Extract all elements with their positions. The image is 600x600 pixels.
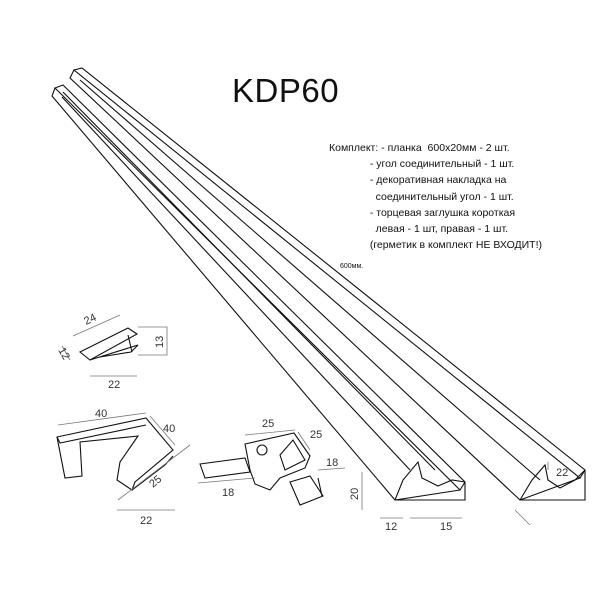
dim-label: 25 <box>262 418 274 430</box>
corner-cover-drawing <box>56 417 174 491</box>
dim-label: 25 <box>310 429 322 441</box>
dim-label: 15 <box>440 521 452 533</box>
dim-label: 12 <box>55 346 72 363</box>
dim-label: 24 <box>82 312 98 328</box>
dim-label: 13 <box>154 336 166 348</box>
dim-label: 22 <box>556 467 568 479</box>
length-label: 600мм. <box>340 262 364 271</box>
product-title: KDP60 <box>232 72 340 109</box>
kit-line: левая - 1 шт, правая - 1 шт. <box>329 222 509 235</box>
kit-line: соединительный угол - 1 шт. <box>329 190 514 203</box>
kit-line: - декоративная накладка на <box>329 174 507 187</box>
dim-label: 18 <box>326 457 338 469</box>
kit-line: - угол соединительный - 1 шт. <box>329 158 515 171</box>
strip-left <box>51 84 466 501</box>
dim-label: 22 <box>108 379 120 391</box>
dim-label: 22 <box>140 515 152 527</box>
dimension-lines <box>57 314 549 526</box>
kit-line: - торцевая заглушка короткая <box>329 206 516 219</box>
strip-right <box>69 67 586 501</box>
dim-label: 18 <box>222 487 234 499</box>
end-cap-drawing <box>78 327 139 361</box>
kit-line: Комплект: - планка 600х20мм - 2 шт. <box>329 142 510 154</box>
kit-line: (герметик в комплект НЕ ВХОДИТ!) <box>329 239 542 252</box>
dim-label: 40 <box>95 408 107 420</box>
kit-contents: Комплект: - планка 600х20мм - 2 шт. - уг… <box>329 140 542 253</box>
connector-drawing <box>199 432 324 506</box>
dim-label: 40 <box>163 423 175 435</box>
dim-label: 20 <box>349 488 361 500</box>
dim-label: 12 <box>385 521 397 533</box>
